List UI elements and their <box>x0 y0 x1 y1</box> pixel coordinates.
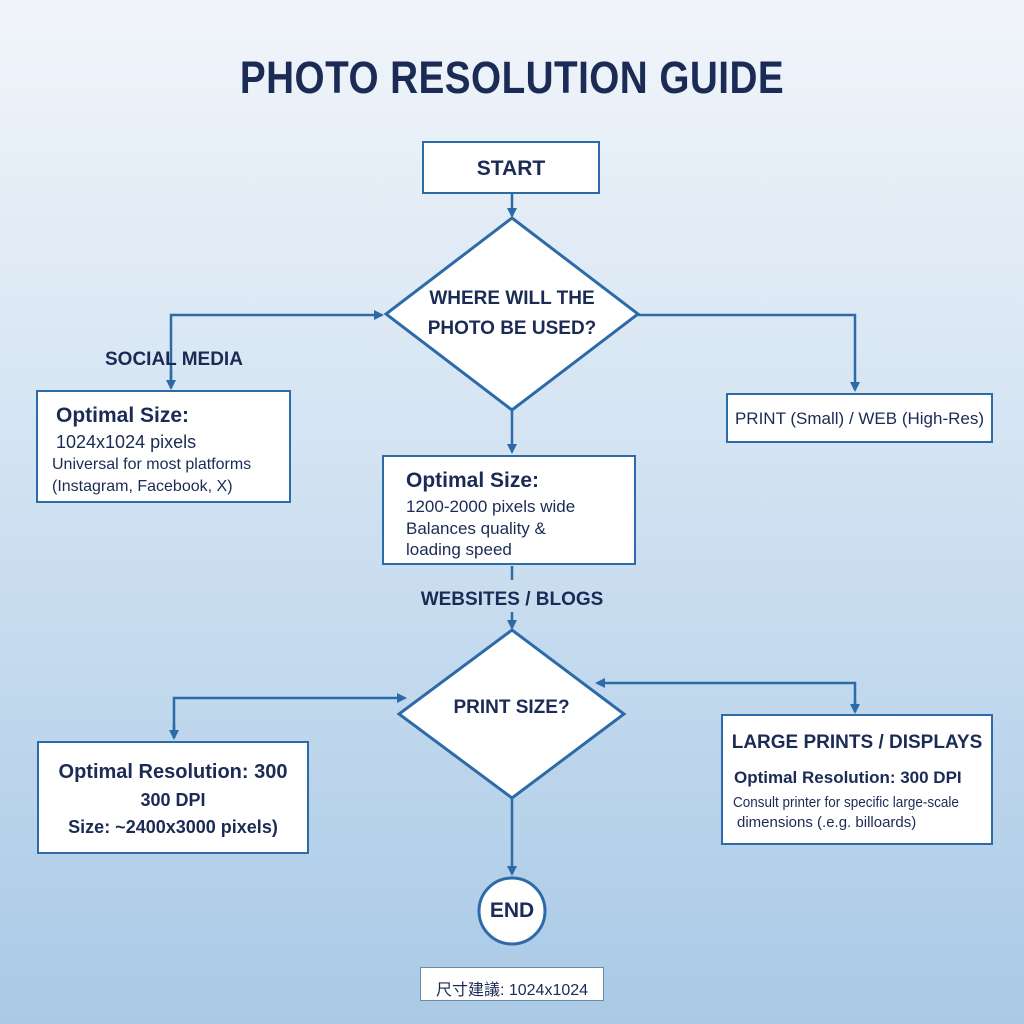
print-small-line2: 300 DPI <box>140 790 206 810</box>
start-label: START <box>476 157 546 180</box>
social-media-edge-label: SOCIAL MEDIA <box>105 349 243 370</box>
large-prints-line2: Consult printer for specific large-scale <box>733 794 959 811</box>
web-line1: 1200-2000 pixels wide <box>406 497 576 516</box>
footer-size-text: 尺寸建議: 1024x1024 <box>435 982 589 999</box>
social-line3: (Instagram, Facebook, X) <box>52 478 233 495</box>
page-title: PHOTO RESOLUTION GUIDE <box>239 52 785 103</box>
end-circle <box>477 876 547 946</box>
decision-usage-line2: PHOTO BE USED? <box>427 318 597 339</box>
social-line2: Universal for most platforms <box>52 456 252 473</box>
arrow-print-large-loop <box>595 678 857 712</box>
large-prints-box: LARGE PRINTS / DISPLAYS Optimal Resoluti… <box>721 714 993 845</box>
large-prints-line3: dimensions (.e.g. billoards) <box>737 814 917 831</box>
footer-size-note: 尺寸建議: 1024x1024 <box>420 967 604 1001</box>
decision-diamond-usage <box>383 216 641 412</box>
large-prints-title: LARGE PRINTS / DISPLAYS <box>731 732 983 753</box>
social-line1: 1024x1024 pixels <box>56 432 197 452</box>
arrow-print-small-loop <box>172 693 407 738</box>
decision-print-size-label: PRINT SIZE? <box>453 697 570 718</box>
social-title: Optimal Size: <box>56 404 190 427</box>
websites-edge-label: WEBSITES / BLOGS <box>420 589 604 610</box>
website-box: Optimal Size: 1200-2000 pixels wide Bala… <box>382 455 636 565</box>
decision-usage-line1: WHERE WILL THE <box>429 288 595 309</box>
large-prints-line1: Optimal Resolution: 300 DPI <box>734 768 962 787</box>
print-web-label: PRINT (Small) / WEB (High-Res) <box>734 409 985 428</box>
end-label: END <box>489 899 535 922</box>
print-small-box: Optimal Resolution: 300 300 DPI Size: ~2… <box>37 741 309 854</box>
arrow-to-print-web <box>638 313 860 392</box>
print-small-line3: Size: ~2400x3000 pixels) <box>68 817 278 837</box>
arrow-social-loop <box>169 310 384 388</box>
social-media-box: Optimal Size: 1024x1024 pixels Universal… <box>36 390 291 503</box>
web-title: Optimal Size: <box>406 469 540 492</box>
web-line2: Balances quality & <box>406 519 546 538</box>
print-small-line1: Optimal Resolution: 300 <box>58 761 288 783</box>
print-web-box: PRINT (Small) / WEB (High-Res) <box>726 393 993 443</box>
web-line3: loading speed <box>406 540 512 559</box>
start-node: START <box>422 141 600 194</box>
